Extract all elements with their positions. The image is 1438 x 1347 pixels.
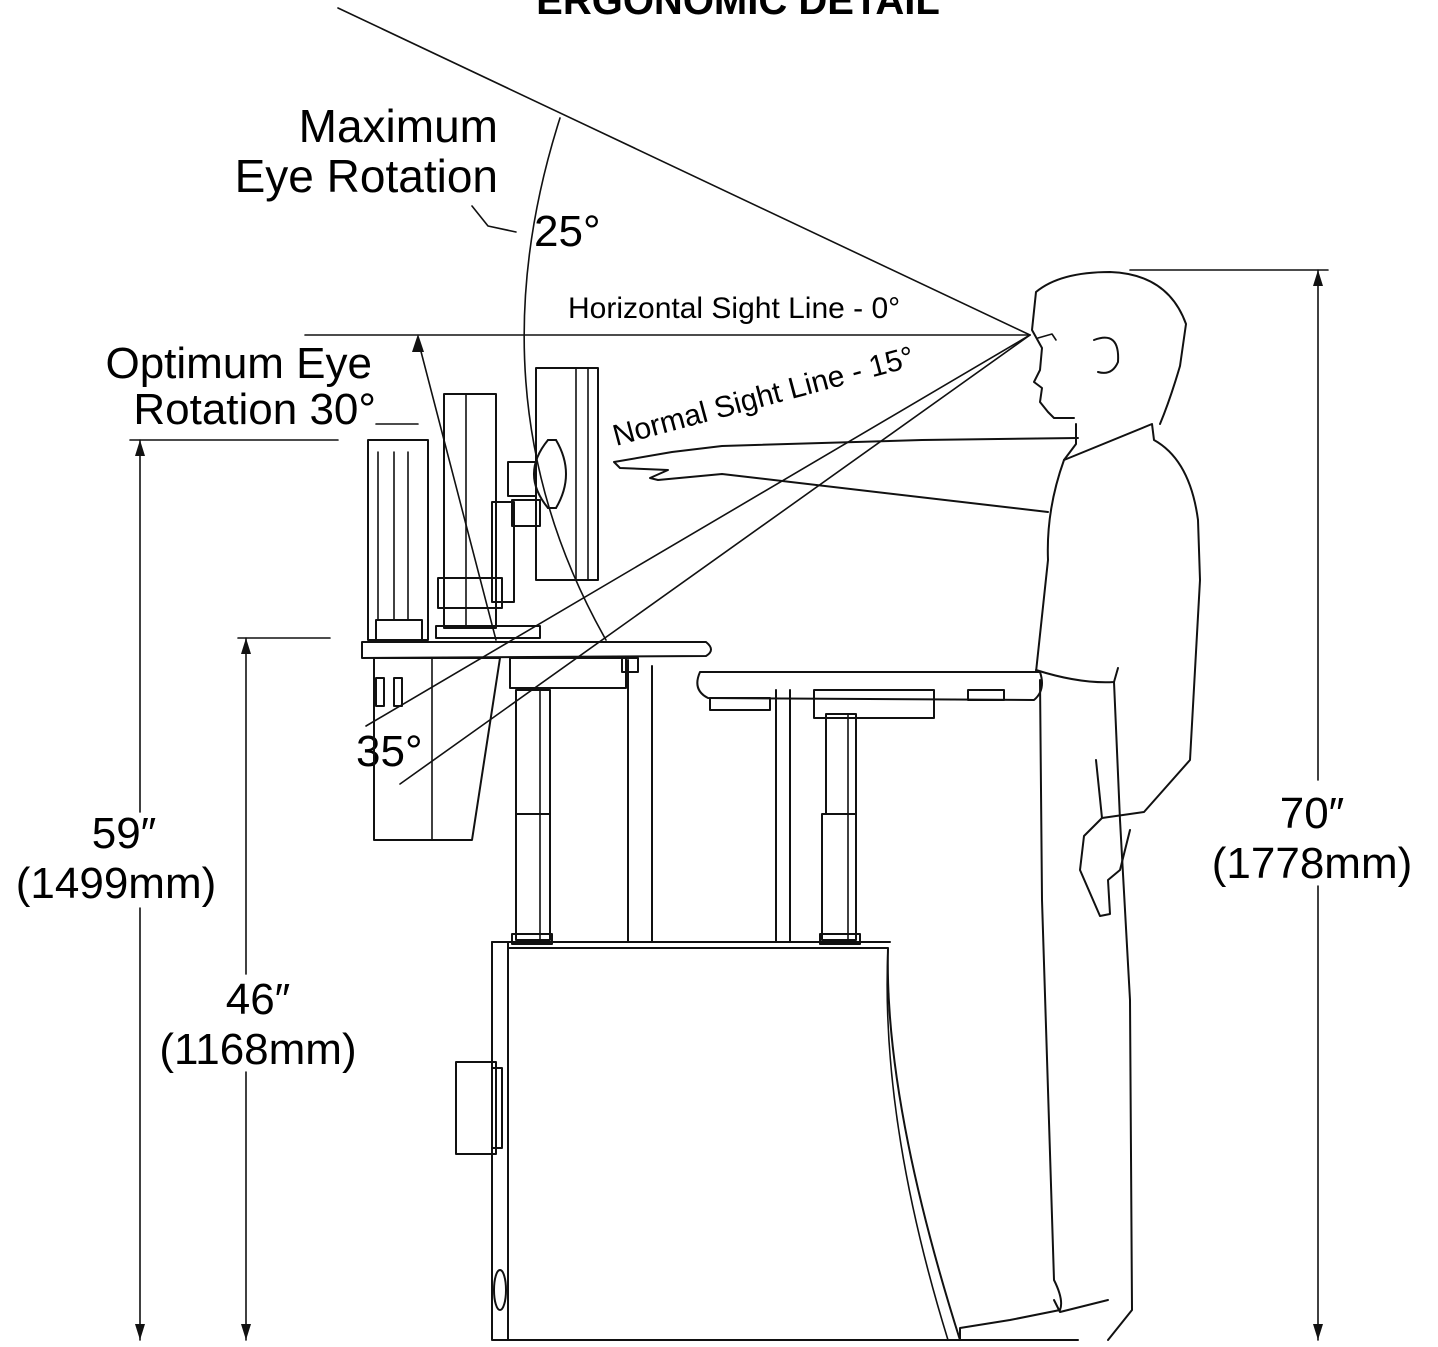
optimum-arrow — [412, 334, 424, 352]
max-rotation-label-1: Maximum — [299, 100, 498, 152]
optimum-label-1: Optimum Eye — [105, 339, 372, 388]
monitor — [533, 367, 599, 581]
angle-25-label: 25° — [534, 207, 601, 256]
person-legs — [959, 679, 1133, 1341]
side-device — [367, 439, 429, 641]
horizontal-sight-label: Horizontal Sight Line - 0° — [568, 292, 900, 325]
upper-work-surface — [361, 641, 712, 659]
eye-rotation-arc — [523, 117, 607, 641]
right-column — [825, 713, 857, 815]
dim-46-inches: 46″ — [226, 975, 291, 1024]
optimum-rotation-line — [417, 339, 497, 641]
left-column — [515, 689, 551, 815]
angle-35-label: 35° — [356, 727, 423, 776]
dimension-46: 46″ (1168mm) — [159, 637, 357, 1341]
sight-lines — [304, 7, 1031, 785]
dim-59-inches: 59″ — [92, 809, 157, 858]
normal-sight-label: Normal Sight Line - 15° — [609, 341, 917, 453]
cpu-holder — [373, 657, 501, 841]
optimum-label-2: Rotation 30° — [133, 385, 376, 434]
max-rotation-leader — [471, 205, 517, 233]
dimension-70: 70″ (1778mm) — [1129, 269, 1413, 1341]
normal-sight-line-lower — [399, 334, 1031, 785]
person-figure — [613, 271, 1201, 1341]
normal-sight-line-upper — [365, 334, 1031, 727]
dim-70-mm: (1778mm) — [1212, 839, 1413, 888]
person-hand — [1079, 817, 1131, 917]
center-tower — [443, 393, 497, 629]
max-rotation-line — [337, 7, 1031, 336]
cabinet-handle — [455, 1061, 497, 1155]
workstation — [361, 367, 1043, 1341]
dim-70-inches: 70″ — [1280, 789, 1345, 838]
person-head — [1031, 271, 1187, 425]
dimension-59: 59″ (1499mm) — [16, 439, 339, 1341]
dim-59-mm: (1499mm) — [16, 859, 217, 908]
max-rotation-label-2: Eye Rotation — [235, 150, 498, 202]
diagram-title: ERGONOMIC DETAIL — [536, 0, 940, 23]
lower-work-surface — [696, 671, 1043, 701]
dim-46-mm: (1168mm) — [159, 1025, 356, 1074]
person-arm — [613, 437, 1079, 513]
